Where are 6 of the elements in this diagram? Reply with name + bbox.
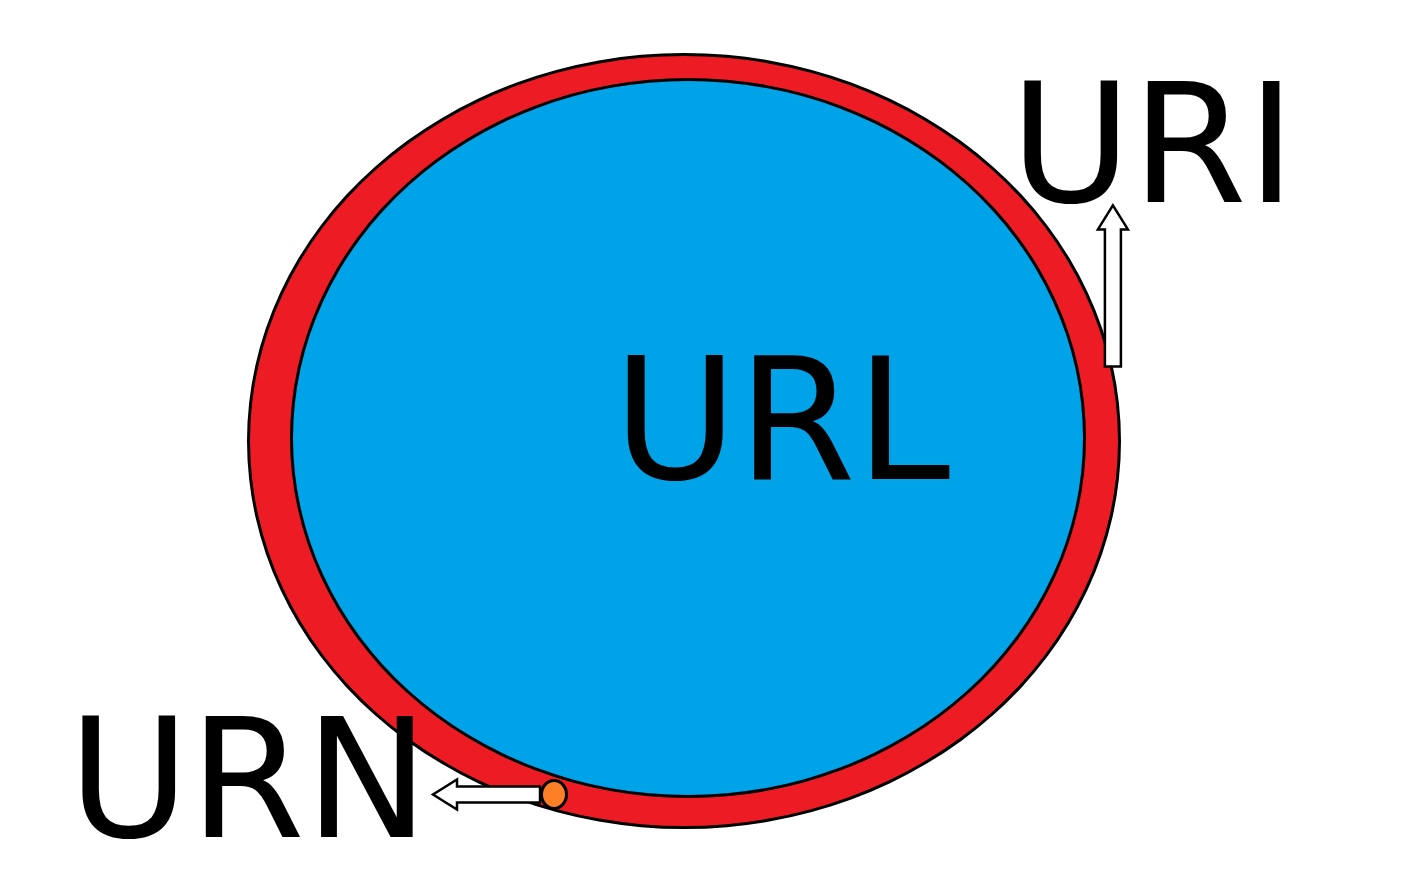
set-label: URL — [613, 335, 951, 505]
block-arrow — [430, 777, 542, 812]
dot-marker — [540, 779, 568, 810]
set-label: URN — [68, 697, 430, 863]
set-label: URI — [1010, 62, 1296, 228]
block-arrow — [1095, 203, 1131, 368]
